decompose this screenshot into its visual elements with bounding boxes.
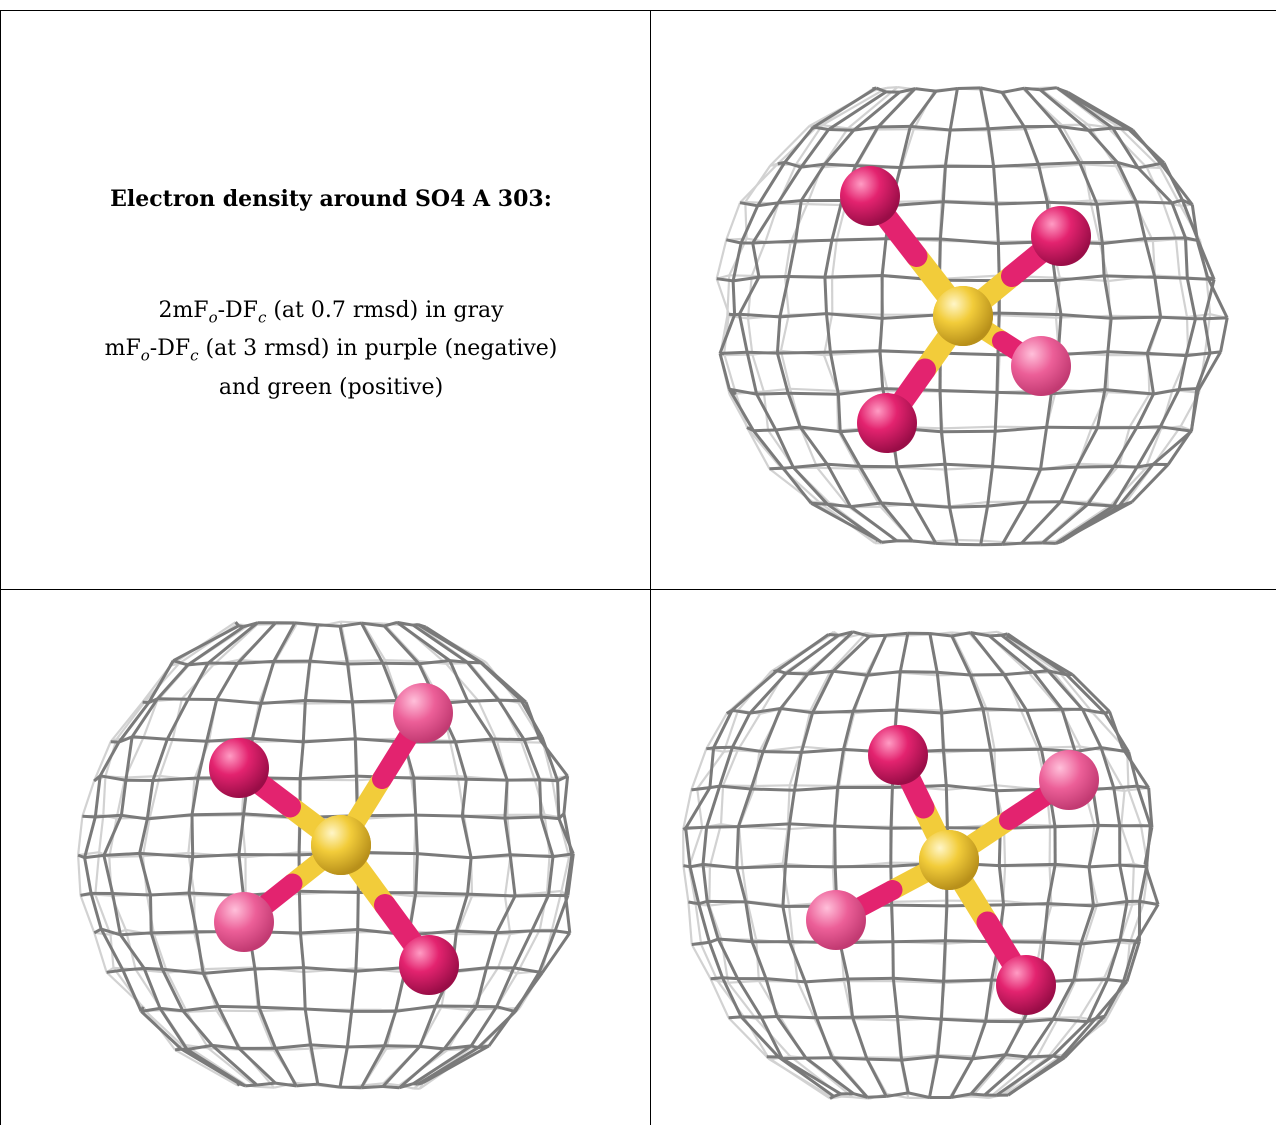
oxygen-atom (393, 683, 453, 743)
border-middle-vertical (650, 10, 651, 1125)
so4-molecule (840, 166, 1091, 453)
caption-line-1: 2mFo-DFc (at 0.7 rmsd) in gray (158, 298, 504, 327)
density-view-2 (77, 620, 575, 1090)
caption-line-2: mFo-DFc (at 3 rmsd) in purple (negative) (104, 336, 558, 365)
view-bottom-left (1, 590, 650, 1125)
oxygen-atom (806, 890, 866, 950)
oxygen-atom (840, 166, 900, 226)
sulfur-atom (311, 815, 371, 875)
caption-title: Electron density around SO4 A 303: (110, 186, 552, 212)
oxygen-atom (1011, 336, 1071, 396)
view-top-right (651, 11, 1276, 589)
sulfur-atom (933, 286, 993, 346)
oxygen-atom (1031, 206, 1091, 266)
view-bottom-right (651, 590, 1276, 1125)
density-mesh (715, 86, 1229, 547)
density-view-3 (682, 630, 1160, 1100)
oxygen-atom (214, 892, 274, 952)
caption-line-3: and green (positive) (218, 374, 444, 400)
border-middle-horizontal (0, 589, 1276, 590)
oxygen-atom (209, 738, 269, 798)
border-left (0, 10, 1, 1125)
oxygen-atom (868, 725, 928, 785)
density-mesh (77, 620, 575, 1090)
oxygen-atom (996, 955, 1056, 1015)
oxygen-atom (857, 393, 917, 453)
so4-molecule (209, 683, 459, 995)
caption-description: 2mFo-DFc (at 0.7 rmsd) in gray mFo-DFc (… (41, 295, 621, 404)
oxygen-atom (399, 935, 459, 995)
border-top (0, 10, 1276, 11)
density-view-1 (715, 86, 1229, 547)
oxygen-atom (1039, 750, 1099, 810)
sulfur-atom (919, 830, 979, 890)
caption-cell: Electron density around SO4 A 303: 2mFo-… (1, 11, 650, 589)
so4-molecule (806, 725, 1099, 1015)
